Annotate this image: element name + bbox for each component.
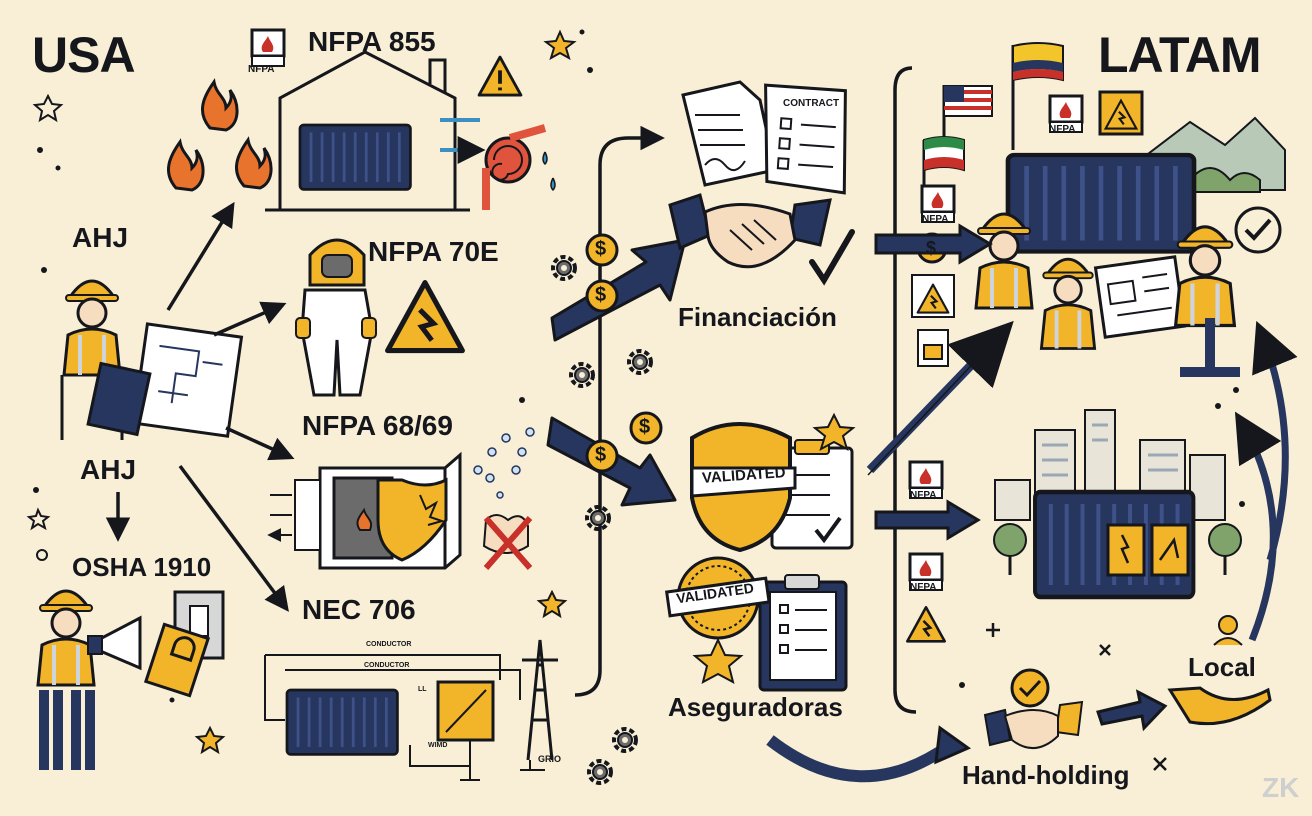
gear-icons <box>551 255 653 785</box>
money-flow-arrows <box>546 238 687 507</box>
grid-label: GRIO <box>538 754 562 764</box>
bracket-left <box>574 125 665 697</box>
bracket-right <box>893 66 917 714</box>
validated-shield-illustration <box>690 412 856 553</box>
conductor-label-2: CONDUCTOR <box>364 662 410 669</box>
decor-dots <box>33 29 1245 703</box>
handshake-illustration <box>668 193 855 286</box>
decor-stars <box>26 29 577 755</box>
handholding-illustration <box>983 668 1084 749</box>
fire-icons <box>166 78 273 192</box>
latam-inspectors <box>1039 227 1240 377</box>
financiacion-label: Financiación <box>678 302 837 332</box>
nfpa-855-label: NFPA 855 <box>308 26 436 57</box>
contract-documents <box>681 80 847 195</box>
nfpa70e-illustration <box>295 238 462 397</box>
wimd-label: WIMD <box>428 742 448 749</box>
local-hand-illustration <box>986 615 1272 771</box>
nfpa6869-illustration <box>270 427 535 570</box>
latam-flow-arrows <box>766 223 1298 783</box>
nfpa-badge-latam-top: NFPA <box>1049 124 1076 135</box>
local-label: Local <box>1188 652 1256 682</box>
nfpa855-illustration <box>250 28 556 212</box>
flags <box>922 42 1064 210</box>
ll-label: LL <box>418 686 427 693</box>
coin-symbol-3: $ <box>639 416 651 438</box>
hand-holding-label: Hand-holding <box>962 760 1130 790</box>
ahj-connector-arrows <box>105 201 295 612</box>
coin-symbol-1: $ <box>595 238 607 260</box>
nfpa-70e-label: NFPA 70E <box>368 236 499 267</box>
insurer-clipboard-illustration <box>664 556 848 692</box>
contract-title: CONTRACT <box>783 98 840 109</box>
ahj-label-top: AHJ <box>72 222 129 253</box>
nec-706-label: NEC 706 <box>302 594 416 625</box>
osha-1910-label: OSHA 1910 <box>72 552 212 582</box>
aseguradoras-label: Aseguradoras <box>668 692 843 722</box>
zk-watermark-logo: ZK <box>1262 772 1300 803</box>
nfpa-badge-855: NFPA <box>248 64 275 75</box>
nfpa-68-69-label: NFPA 68/69 <box>302 410 453 441</box>
latam-container-site <box>974 116 1286 310</box>
coin-symbol-4: $ <box>595 444 607 466</box>
nec706-illustration <box>264 639 558 781</box>
usa-title: USA <box>32 27 136 83</box>
coin-symbol-latam: $ <box>926 238 937 258</box>
latam-city-deployment <box>993 409 1242 597</box>
coin-symbol-2: $ <box>595 284 607 306</box>
ahj-inspector-illustration <box>60 279 244 440</box>
ahj-label-bottom: AHJ <box>80 454 137 485</box>
nfpa-badge-latam-2: NFPA <box>910 490 937 501</box>
latam-title: LATAM <box>1098 27 1262 83</box>
osha-worker-illustration <box>36 589 225 770</box>
nfpa-badge-latam-3: NFPA <box>910 582 937 593</box>
nfpa-badge-latam-1: NFPA <box>922 214 949 225</box>
conductor-label-1: CONDUCTOR <box>366 641 412 648</box>
